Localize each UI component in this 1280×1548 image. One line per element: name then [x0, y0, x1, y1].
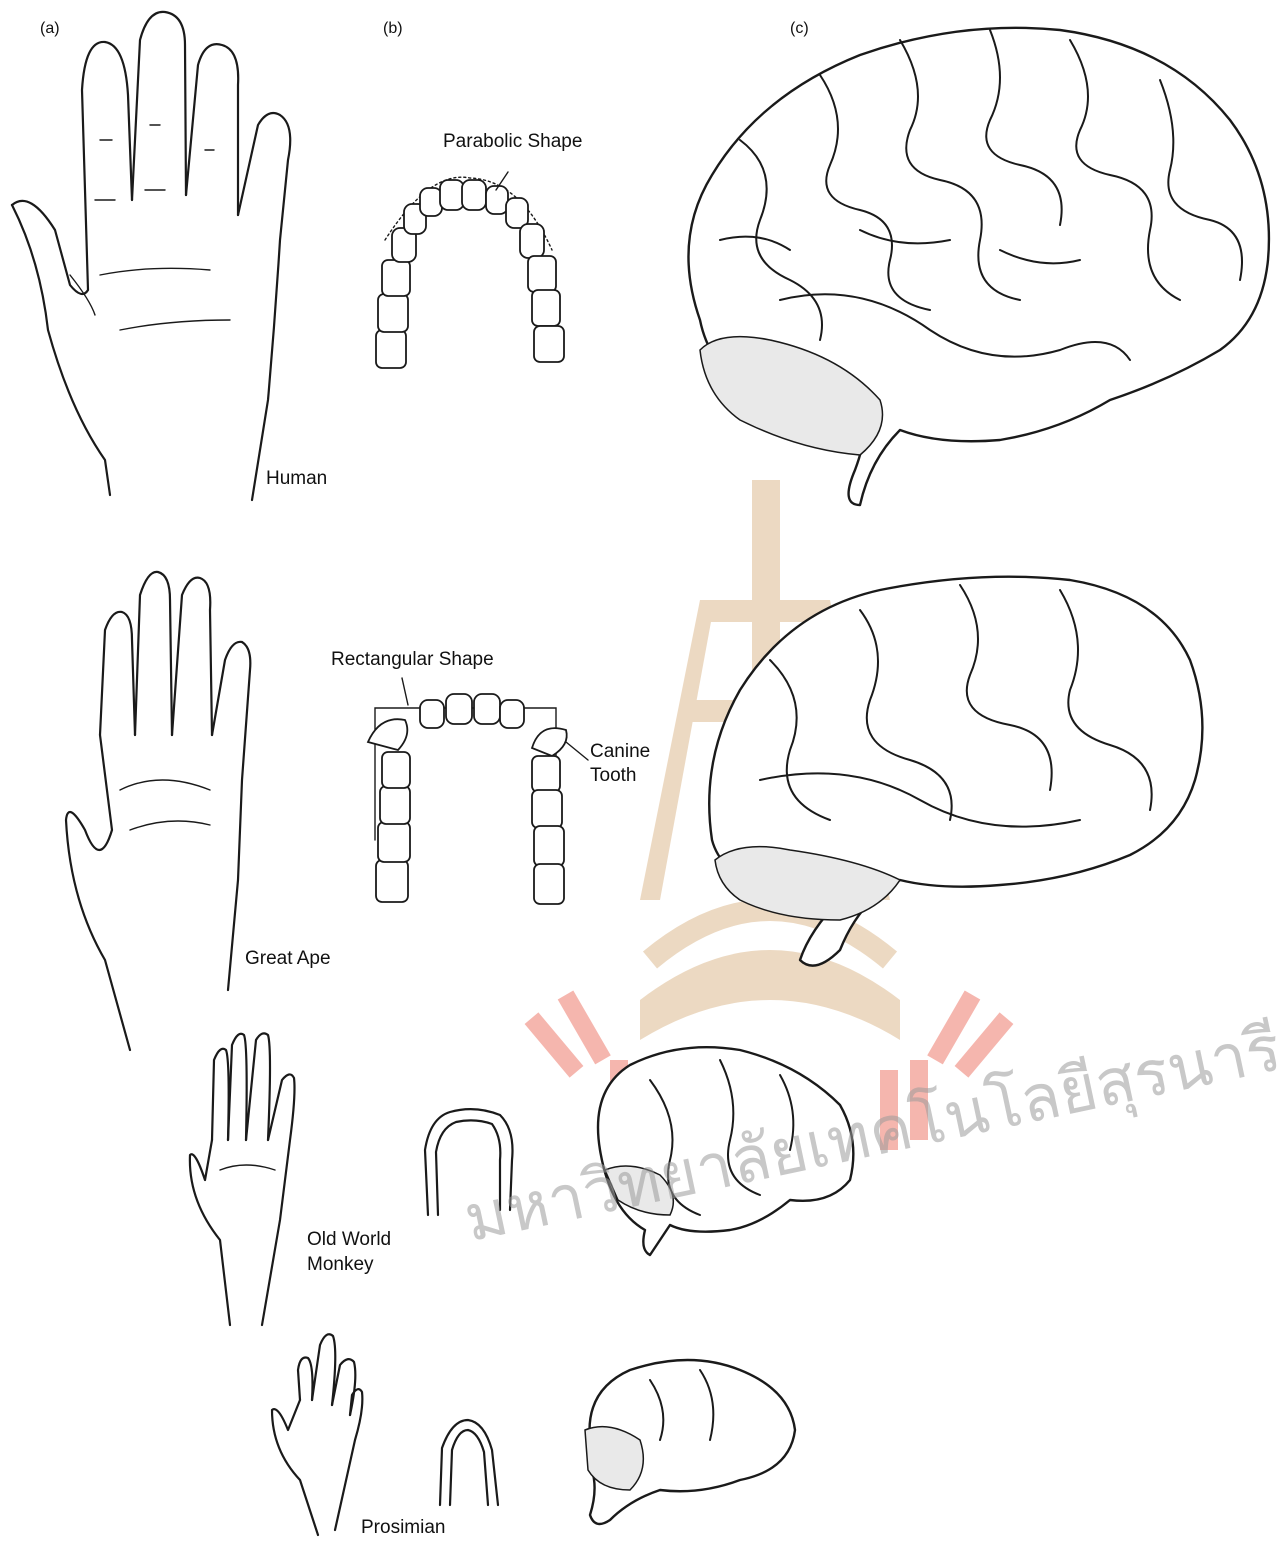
prosimian-dental-arcade: [440, 1420, 498, 1505]
prosimian-brain-drawing: [585, 1360, 795, 1524]
human-brain-drawing: [688, 28, 1268, 505]
human-hand-drawing: [12, 12, 290, 500]
label-canine-line1: Canine: [590, 740, 650, 764]
human-dental-arcade: [376, 172, 564, 368]
great-ape-dental-arcade: [368, 678, 588, 904]
great-ape-brain-drawing: [709, 577, 1202, 966]
old-world-monkey-hand-drawing: [190, 1033, 295, 1325]
panel-label-b: (b): [383, 20, 403, 38]
prosimian-hand-drawing: [272, 1334, 362, 1535]
species-label-old-world-monkey-line2: Monkey: [307, 1253, 374, 1277]
label-parabolic-shape: Parabolic Shape: [443, 130, 582, 154]
label-canine-line2: Tooth: [590, 764, 636, 788]
great-ape-hand-drawing: [66, 572, 250, 1050]
species-label-great-ape: Great Ape: [245, 947, 331, 971]
species-label-old-world-monkey-line1: Old World: [307, 1228, 391, 1252]
species-label-prosimian: Prosimian: [361, 1516, 445, 1540]
species-label-human: Human: [266, 467, 327, 491]
panel-label-a: (a): [40, 20, 60, 38]
label-rectangular-shape: Rectangular Shape: [331, 648, 494, 672]
panel-label-c: (c): [790, 20, 809, 38]
